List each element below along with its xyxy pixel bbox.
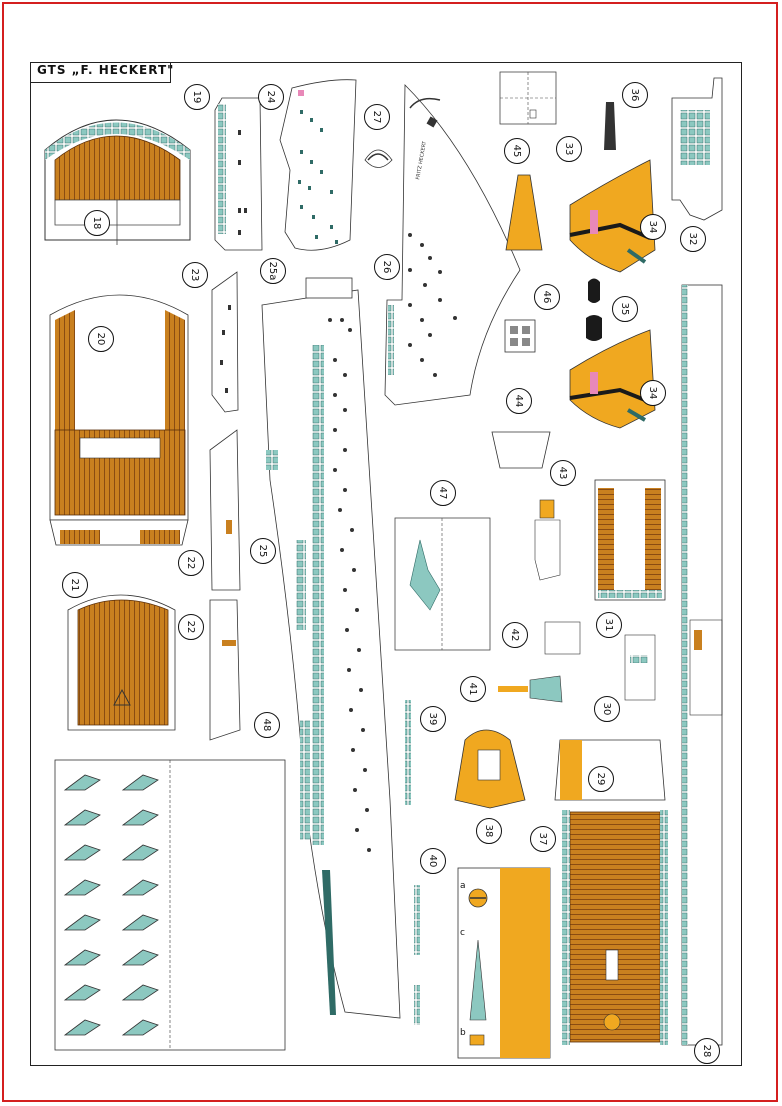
part-21 [67,594,176,731]
label-24: 24 [258,84,284,110]
part-44 [491,431,551,469]
label-20: 20 [88,326,114,352]
part-18 [44,119,191,245]
part-48-brackets [63,774,159,1036]
part-20 [49,294,189,546]
label-22-lower: 22 [178,614,204,640]
part-47 [394,517,491,651]
label-39: 39 [420,706,446,732]
part-19 [214,97,263,251]
label-21: 21 [62,572,88,598]
part-34-top [569,159,656,273]
part-23 [211,271,239,413]
label-34-bottom: 34 [640,380,666,406]
label-25: 25 [250,538,276,564]
label-34-top: 34 [640,214,666,240]
label-41: 41 [460,676,486,702]
letter-a: a [460,881,466,891]
hull-portholes [328,318,371,852]
label-46: 46 [534,284,560,310]
part-37: a c b [457,867,551,1059]
part-42 [544,621,581,655]
label-23: 23 [182,262,208,288]
label-22-upper: 22 [178,550,204,576]
label-30: 30 [594,696,620,722]
part-24 [279,79,357,251]
letter-c: c [460,928,465,938]
part-35 [586,278,602,341]
part-26: FRITZ HECKERT [384,84,521,406]
part-46 [504,319,536,353]
part-25a [305,277,353,299]
label-33: 33 [556,136,582,162]
label-37: 37 [530,826,556,852]
label-45: 45 [504,138,530,164]
part-38 [454,729,526,809]
sheet-frame [30,62,742,1066]
label-29: 29 [588,766,614,792]
letter-b: b [460,1028,466,1038]
label-47: 47 [430,480,456,506]
label-19: 19 [184,84,210,110]
part-36 [604,102,616,150]
label-31: 31 [596,612,622,638]
part-40 [414,885,420,1025]
part-34-bottom [569,329,656,429]
label-38: 38 [476,818,502,844]
part-41 [498,675,563,703]
label-42: 42 [502,622,528,648]
label-27: 27 [364,104,390,130]
part-22-lower [209,599,241,741]
part-48 [54,759,286,1051]
label-18: 18 [84,210,110,236]
label-44: 44 [506,388,532,414]
sheet-title: GTS „F. HECKERT" [37,63,175,77]
part-31 [594,479,666,601]
part-33 [499,71,557,125]
label-43: 43 [550,460,576,486]
title-box [30,62,171,83]
label-35: 35 [612,296,638,322]
part-43 [534,499,561,581]
label-48: 48 [254,712,280,738]
part-30 [624,634,656,701]
label-26: 26 [374,254,400,280]
label-32: 32 [680,226,706,252]
label-25a: 25a [260,258,286,284]
part-27 [364,149,393,168]
part-39 [405,700,411,805]
label-28: 28 [694,1038,720,1064]
part-45 [505,174,543,251]
part-32 [671,77,723,221]
part-25 [261,289,401,1019]
part-28 [681,284,723,1046]
label-40: 40 [420,848,446,874]
label-36: 36 [622,82,648,108]
part-22-upper [209,429,241,591]
